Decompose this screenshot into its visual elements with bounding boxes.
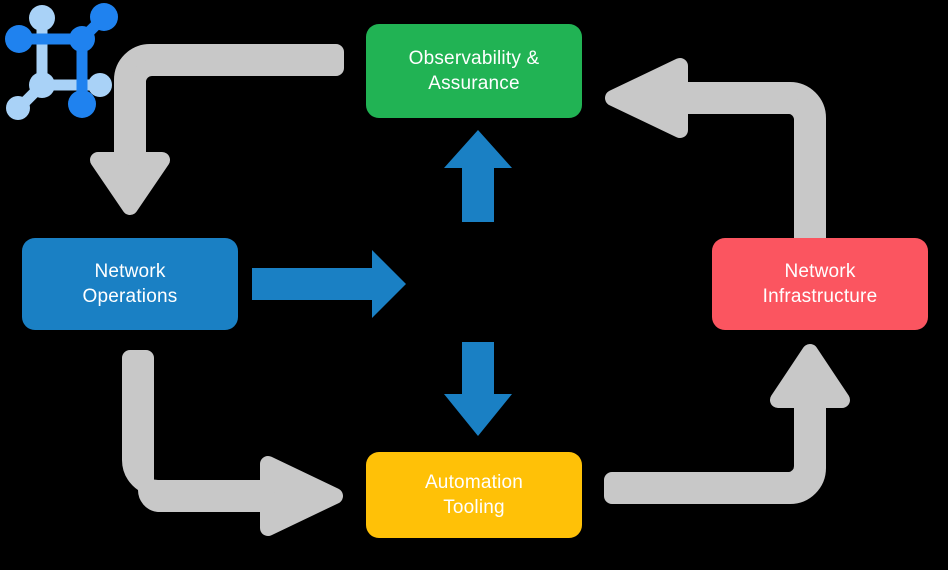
connector-operations-to-center xyxy=(252,250,406,318)
connector-infrastructure-to-observability xyxy=(605,58,826,246)
node-infrastructure-line2: Infrastructure xyxy=(762,286,878,307)
node-operations-line2: Operations xyxy=(82,286,178,307)
connector-center-to-observability xyxy=(444,130,512,222)
connector-operations-to-automation xyxy=(122,350,343,536)
node-automation-line1: Automation xyxy=(424,471,524,493)
node-automation-line2: Tooling xyxy=(443,497,505,518)
connector-automation-to-infrastructure xyxy=(604,344,850,504)
topology-dark-nodes xyxy=(5,3,118,118)
node-observability-assurance[interactable]: Observability & Assurance xyxy=(366,24,582,118)
node-observability-line1: Observability & xyxy=(408,47,540,69)
node-infrastructure-line1: Network xyxy=(784,260,856,282)
topology-light-nodes xyxy=(6,5,112,120)
connector-center-to-automation xyxy=(444,342,512,436)
node-observability-label: Observability & Assurance xyxy=(393,46,556,96)
node-operations-line1: Network xyxy=(94,260,166,282)
node-observability-line2: Assurance xyxy=(428,73,520,94)
network-topology-icon xyxy=(5,3,118,120)
connector-observability-to-operations xyxy=(90,44,344,215)
